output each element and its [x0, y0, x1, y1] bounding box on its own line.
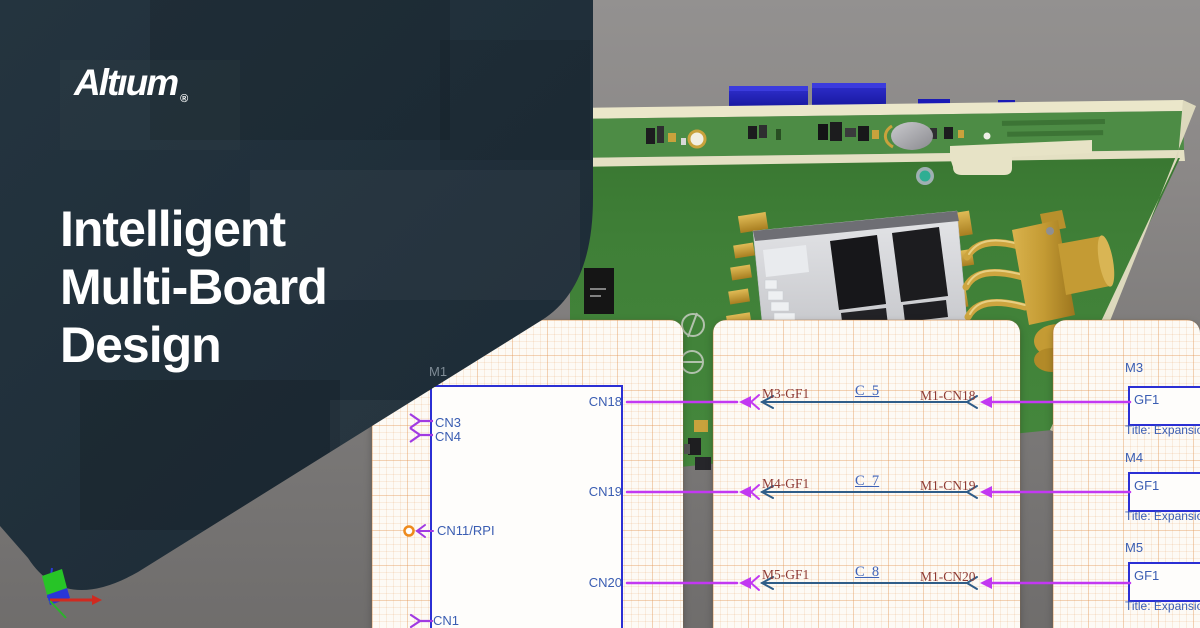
black-component	[584, 268, 614, 314]
schematic-sheet-modules	[1053, 320, 1200, 628]
3d-axis-gizmo-icon	[42, 567, 102, 619]
strip-components	[646, 122, 964, 149]
title-line-3: Design	[60, 317, 222, 373]
port-cn1-chevron-icon	[409, 613, 434, 628]
gap-components	[684, 420, 711, 470]
capacitor-barrel	[891, 122, 933, 150]
altium-logo: Altıum®	[74, 62, 189, 105]
port-cn11	[403, 524, 434, 538]
board-notch	[950, 140, 1092, 175]
schematic-sheet-connections	[713, 320, 1020, 628]
cable-c7	[625, 484, 1132, 500]
silkscreen-text	[1001, 119, 1105, 137]
board-top-edge	[570, 100, 1183, 119]
module-block-m4	[1128, 472, 1200, 512]
harness-chevron-icon	[409, 413, 433, 429]
registered-mark: ®	[180, 93, 189, 105]
harness-chevron-icon	[409, 427, 433, 443]
cable-c5	[625, 394, 1132, 410]
pin-cn3: CN3	[435, 415, 462, 430]
title-line-2: Multi-Board	[60, 259, 328, 315]
module-block-m1	[430, 385, 623, 628]
cable-c8	[625, 575, 1132, 591]
title-line-1: Intelligent	[60, 201, 286, 257]
pin-cn4: CN4	[435, 429, 462, 444]
page-title: Intelligent Multi-Board Design	[60, 200, 328, 374]
mounting-hole	[983, 132, 991, 140]
capacitor-ring	[883, 124, 894, 149]
memory-module	[752, 210, 968, 332]
plated-hole	[919, 170, 931, 182]
designator-m1: M1	[429, 364, 448, 379]
altium-wordmark: Altıum	[74, 62, 179, 103]
module-block-m3	[1128, 386, 1200, 426]
